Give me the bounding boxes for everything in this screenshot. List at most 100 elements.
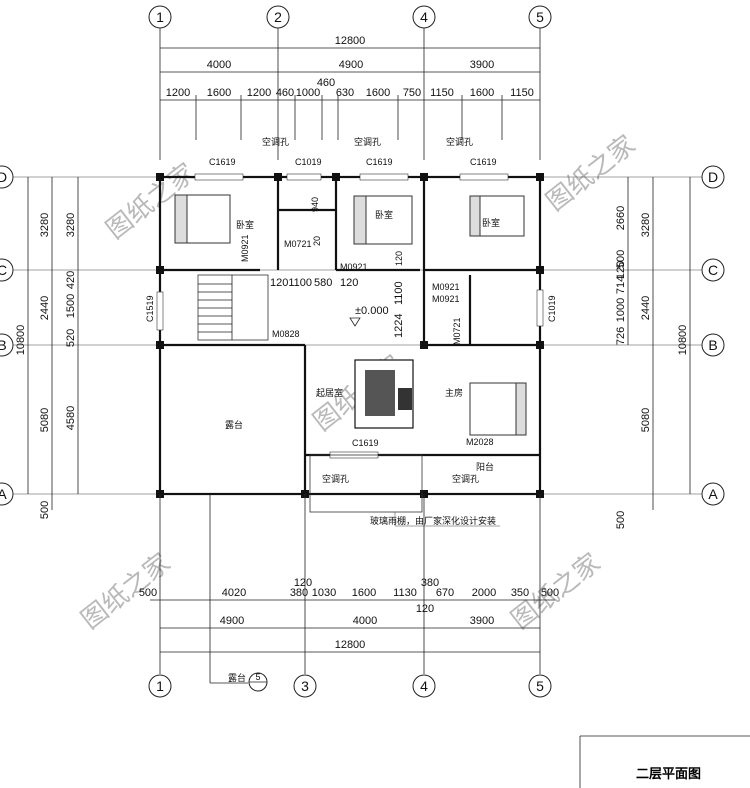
dim-label: 4580 (65, 406, 77, 430)
dim-label: 460 (276, 87, 294, 99)
dim-label: 1130 (393, 587, 417, 599)
door-code: M0921 (340, 262, 368, 272)
dim-label: 4020 (222, 587, 246, 599)
dim-label: 520 (65, 329, 77, 347)
title-block: 二层平面图 (579, 735, 750, 788)
dim-label: 500 (139, 587, 157, 599)
ac-hole-label: 空调孔 (452, 473, 479, 485)
window-code: C1019 (295, 157, 322, 167)
axis-label: 4 (420, 678, 428, 694)
beds (174, 194, 527, 436)
dim-label: 120 (294, 577, 312, 589)
axis-label: D (0, 169, 7, 185)
door-code: M0921 (432, 294, 460, 304)
top-dimensions: 12800 4000 4900 3900 460 1200 1600 1200 … (160, 35, 540, 140)
dim-label: 1150 (510, 87, 534, 99)
dim-label: 3280 (640, 213, 652, 237)
drawing-title: 二层平面图 (636, 767, 701, 782)
axis-label: 3 (301, 678, 309, 694)
room-label: 起居室 (316, 387, 343, 399)
door-code: M0828 (272, 329, 300, 339)
local-dim: 120 (394, 251, 404, 266)
room-label: 露台 (225, 419, 243, 431)
dim-label: 714 (615, 276, 627, 294)
dim-label: 500 (615, 511, 627, 529)
dim-label: 1150 (430, 87, 454, 99)
room-label: 卧室 (236, 219, 254, 231)
room-label: 卧室 (375, 209, 393, 221)
dim-label: 3900 (470, 59, 494, 71)
dim-label: 4000 (207, 59, 231, 71)
axis-label: 4 (420, 9, 428, 25)
dim-label: 12800 (335, 35, 366, 47)
axis-label: A (708, 486, 718, 502)
room-label: 卧室 (482, 217, 500, 229)
section-label: 露台 (228, 672, 246, 684)
dim-label: 10800 (15, 325, 27, 356)
dim-label: 420 (65, 271, 77, 289)
window-code: C1619 (366, 157, 393, 167)
dim-label: 10800 (677, 325, 689, 356)
dim-label: 4900 (339, 59, 363, 71)
dim-label: 500 (615, 250, 627, 268)
dim-label: 5080 (39, 408, 51, 432)
local-dim: 940 (310, 197, 320, 212)
local-dim: 1224 (393, 314, 405, 338)
dim-label: 750 (403, 87, 421, 99)
ac-hole-label: 空调孔 (354, 136, 381, 148)
axis-bubbles-bottom: 1 3 4 5 (148, 674, 552, 698)
axis-label: B (0, 337, 7, 353)
door-code: M0721 (284, 239, 312, 249)
dim-label: 2000 (472, 587, 496, 599)
dim-label: 120 (416, 603, 434, 615)
axis-bubbles-left: D C B A (0, 165, 14, 506)
axis-label: C (0, 262, 7, 278)
left-dimensions: 10800 3280 2440 5080 500 3280 420 1500 5… (15, 177, 79, 519)
axis-label: 5 (536, 678, 544, 694)
dim-label: 460 (317, 77, 335, 89)
elevation-triangle (349, 317, 361, 327)
window-code: C1019 (547, 295, 557, 322)
local-dim: 1201100 (270, 277, 312, 289)
canopy-note: 玻璃雨棚，由厂家深化设计安装 (370, 515, 496, 527)
dim-label: 3280 (65, 213, 77, 237)
dim-label: 630 (336, 87, 354, 99)
axis-label: A (0, 486, 7, 502)
fireplace (354, 359, 414, 429)
door-code: M0921 (432, 282, 460, 292)
dim-label: 1200 (247, 87, 271, 99)
local-dim: 1100 (393, 281, 405, 305)
dim-label: 1600 (366, 87, 390, 99)
section-number: 5 (255, 672, 260, 682)
axis-label: C (708, 262, 718, 278)
window-code: C1519 (145, 295, 155, 322)
dim-label: 5080 (640, 408, 652, 432)
axis-label: 5 (536, 9, 544, 25)
dim-label: 4900 (220, 615, 244, 627)
dim-label: 2440 (39, 296, 51, 320)
dim-label: 500 (39, 501, 51, 519)
door-code: M0921 (240, 234, 250, 262)
dim-label: 350 (511, 587, 529, 599)
dim-label: 3900 (470, 615, 494, 627)
local-dim: 580 (314, 277, 332, 289)
dim-label: 726 (615, 327, 627, 345)
door-code: M2028 (466, 437, 494, 447)
axis-label: 1 (156, 9, 164, 25)
dim-label: 380 (421, 577, 439, 589)
dim-label: 4000 (353, 615, 377, 627)
axis-label: D (708, 169, 718, 185)
room-label: 阳台 (476, 461, 494, 473)
axis-label: 1 (156, 678, 164, 694)
dim-label: 1600 (352, 587, 376, 599)
dim-label: 1600 (470, 87, 494, 99)
axis-bubbles-top: 1 2 4 5 (148, 5, 552, 29)
dim-label: 120 (615, 261, 627, 279)
dim-label: 1200 (166, 87, 190, 99)
window-code: C1619 (352, 438, 379, 448)
dim-label: 12800 (335, 639, 366, 651)
window-code: C1619 (470, 157, 497, 167)
dim-label: 2440 (640, 296, 652, 320)
local-dim: 120 (340, 277, 358, 289)
